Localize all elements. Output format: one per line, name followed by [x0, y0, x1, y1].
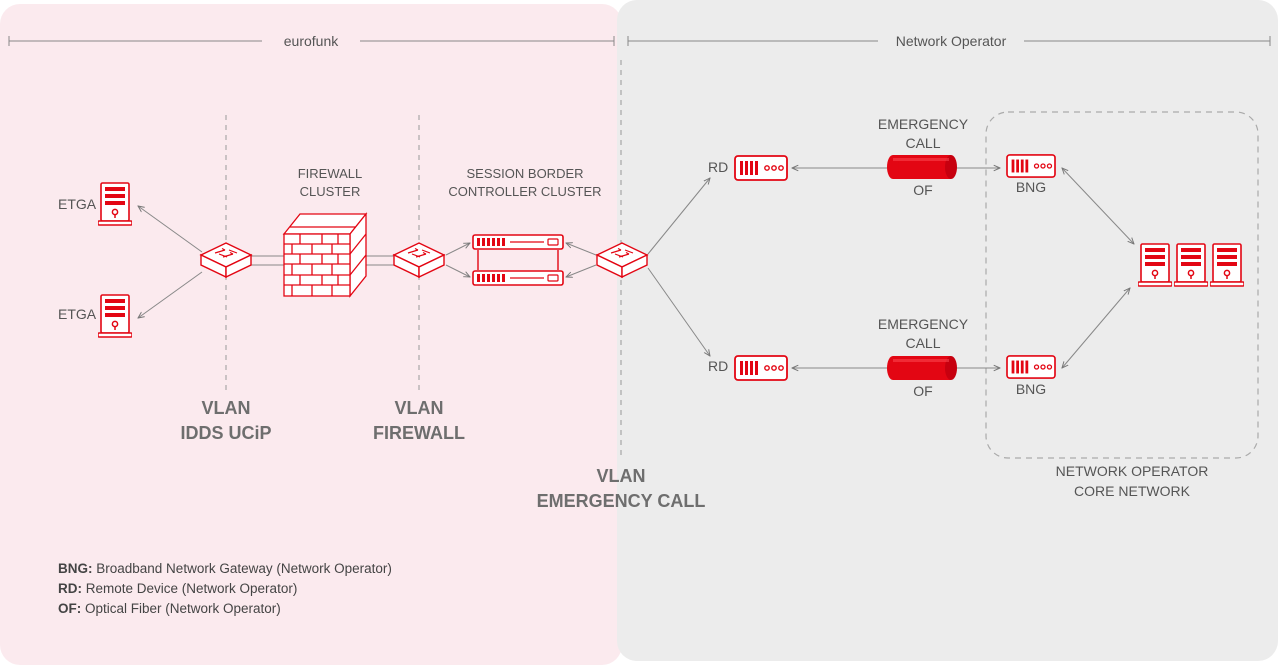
- rack-device-icon: [472, 234, 564, 250]
- rack-device-icon: [472, 270, 564, 286]
- core-network-label-2: CORE NETWORK: [1074, 483, 1191, 499]
- server-tower-icon: [98, 294, 132, 338]
- of-top-label: OF: [913, 182, 932, 198]
- rack-device-icon: [734, 355, 788, 381]
- legend-text: Broadband Network Gateway (Network Opera…: [93, 561, 392, 576]
- etga-bottom-label: ETGA: [58, 306, 97, 322]
- vlan-emergency-line2: EMERGENCY CALL: [537, 491, 706, 511]
- core-server-group: [1138, 243, 1244, 287]
- bng-top-label: BNG: [1016, 179, 1046, 195]
- firewall-cluster-label-2: CLUSTER: [300, 184, 361, 199]
- sbc-cluster: [472, 234, 564, 286]
- server-tower-icon: [98, 182, 132, 226]
- rd-bottom-node: RD: [708, 355, 788, 381]
- legend-text: Optical Fiber (Network Operator): [81, 601, 281, 616]
- network-operator-label: Network Operator: [896, 33, 1007, 49]
- firewall-brick-icon: [282, 212, 368, 298]
- legend-abbr: BNG:: [58, 561, 93, 576]
- fiber-bottom: EMERGENCY CALL OF: [878, 316, 969, 399]
- legend: BNG: Broadband Network Gateway (Network …: [58, 561, 392, 616]
- rack-device-icon: [734, 155, 788, 181]
- sbc-label-2: CONTROLLER CLUSTER: [448, 184, 601, 199]
- rack-device-icon: [1006, 154, 1056, 178]
- ec-bottom-label-1: EMERGENCY: [878, 316, 969, 332]
- etga-bottom-node: ETGA: [58, 294, 132, 338]
- legend-item: OF: Optical Fiber (Network Operator): [58, 601, 281, 616]
- legend-abbr: OF:: [58, 601, 81, 616]
- firewall-cluster-label-1: FIREWALL: [298, 166, 363, 181]
- vlan-emergency-line1: VLAN: [597, 466, 646, 486]
- vlan-idds-line1: VLAN: [202, 398, 251, 418]
- bng-bottom-label: BNG: [1016, 381, 1046, 397]
- vlan-firewall-line1: VLAN: [395, 398, 444, 418]
- sbc-label-1: SESSION BORDER: [466, 166, 583, 181]
- legend-item: RD: Remote Device (Network Operator): [58, 581, 297, 596]
- optical-fiber-cylinder-icon: [887, 155, 957, 179]
- core-network-box: [985, 111, 1259, 459]
- rd-top-node: RD: [708, 155, 788, 181]
- ec-top-label-1: EMERGENCY: [878, 116, 969, 132]
- rd-bottom-label: RD: [708, 358, 728, 374]
- legend-abbr: RD:: [58, 581, 82, 596]
- fiber-top: EMERGENCY CALL OF: [878, 116, 969, 198]
- connectors: [138, 168, 1134, 368]
- vlan-idds-line2: IDDS UCiP: [180, 423, 271, 443]
- server-tower-icon: [1174, 243, 1208, 287]
- rack-device-icon: [1006, 355, 1056, 379]
- legend-text: Remote Device (Network Operator): [82, 581, 297, 596]
- network-operator-header: Network Operator: [627, 33, 1271, 49]
- optical-fiber-cylinder-icon: [887, 356, 957, 380]
- server-tower-icon: [1210, 243, 1244, 287]
- etga-top-node: ETGA: [58, 182, 132, 226]
- core-network-label-1: NETWORK OPERATOR: [1056, 463, 1209, 479]
- eurofunk-label: eurofunk: [284, 33, 339, 49]
- legend-item: BNG: Broadband Network Gateway (Network …: [58, 561, 392, 576]
- bng-bottom-node: BNG: [1006, 355, 1056, 397]
- ec-top-label-2: CALL: [905, 135, 940, 151]
- rd-top-label: RD: [708, 159, 728, 175]
- eurofunk-zone: [0, 4, 622, 665]
- eurofunk-header: eurofunk: [8, 33, 615, 49]
- vlan-firewall-line2: FIREWALL: [373, 423, 465, 443]
- server-tower-icon: [1138, 243, 1172, 287]
- of-bottom-label: OF: [913, 383, 932, 399]
- ec-bottom-label-2: CALL: [905, 335, 940, 351]
- etga-top-label: ETGA: [58, 196, 97, 212]
- bng-top-node: BNG: [1006, 154, 1056, 195]
